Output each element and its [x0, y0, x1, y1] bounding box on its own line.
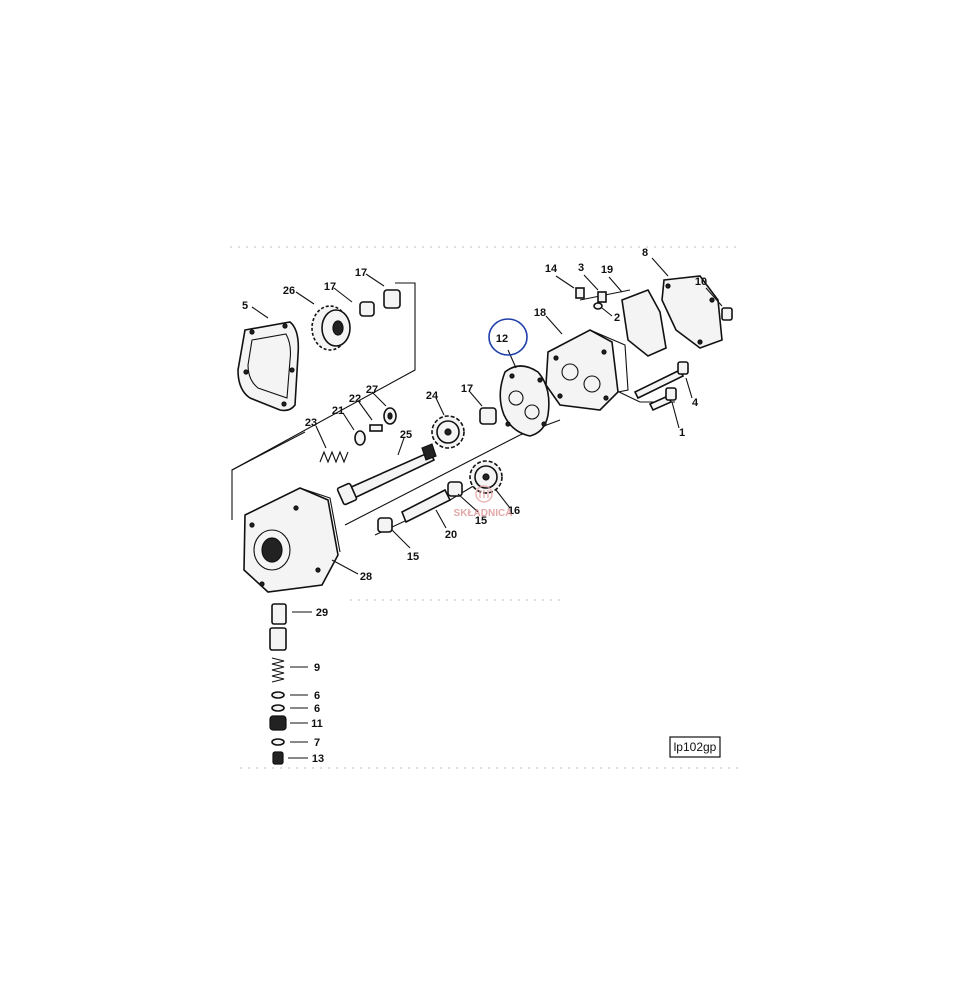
part-27-washer	[383, 407, 397, 425]
part-22-pin	[369, 424, 383, 432]
callout-9: 9	[314, 662, 320, 674]
callout-17: 17	[324, 281, 336, 293]
callout-3: 3	[578, 262, 584, 274]
callout-20: 20	[445, 529, 457, 541]
callout-22: 22	[349, 393, 361, 405]
part-6-o-ring	[271, 691, 285, 712]
callout-8: 8	[642, 247, 648, 259]
part-18-pump-body	[545, 329, 629, 411]
part-3-plug	[597, 291, 607, 303]
gear-logo-icon	[479, 490, 489, 498]
part-4-bolt	[633, 361, 689, 400]
callout-15: 15	[475, 515, 487, 527]
part-13-plug	[272, 751, 284, 765]
part-28-housing	[243, 487, 341, 593]
part-9-spring	[271, 657, 285, 683]
callout-4: 4	[692, 397, 699, 409]
part-16-gear	[469, 460, 503, 494]
part-17-bushing	[447, 407, 497, 497]
part-7-washer	[271, 738, 285, 746]
callout-21: 21	[332, 405, 344, 417]
part-5-gasket	[237, 321, 300, 412]
part-14-fitting	[575, 287, 585, 299]
callout-16: 16	[508, 505, 520, 517]
callout-leaders	[251, 257, 723, 759]
part-12-gasket	[499, 365, 550, 437]
part-26-drive-gear	[311, 305, 351, 351]
part-24-gear	[431, 415, 465, 449]
figure-reference-code: lp102gp	[674, 740, 717, 754]
part-19-gasket	[621, 289, 667, 357]
callout-14: 14	[545, 263, 558, 275]
callout-27: 27	[366, 384, 378, 396]
assembly-guide-line	[231, 431, 306, 471]
part-23-spring	[319, 450, 349, 464]
callout-7: 7	[314, 737, 320, 749]
callout-26: 26	[283, 285, 295, 297]
callout-18: 18	[534, 307, 546, 319]
callout-12: 12	[496, 333, 508, 345]
callout-19: 19	[601, 264, 613, 276]
callout-5: 5	[242, 300, 248, 312]
part-20-idler-shaft	[400, 488, 452, 524]
callout-17: 17	[461, 383, 473, 395]
figure-reference-box: lp102gp	[669, 736, 721, 758]
assembly-guide-line	[231, 282, 416, 520]
watermark-text: SKŁADNICA	[454, 508, 513, 519]
part-10-bolt	[721, 307, 733, 321]
callout-28: 28	[360, 571, 372, 583]
callout-25: 25	[400, 429, 412, 441]
part-17-bushing	[359, 289, 401, 317]
callout-15: 15	[407, 551, 419, 563]
callout-labels: 5 26 17 17 22 21 27 23 25 24 17 12 18 14…	[242, 247, 707, 765]
callout-1: 1	[679, 427, 685, 439]
part-2-seal	[593, 302, 603, 310]
callout-17: 17	[355, 267, 367, 279]
watermark: SKŁADNICA	[454, 485, 513, 519]
callout-6: 6	[314, 703, 320, 715]
part-11-cap	[269, 715, 287, 731]
callout-29: 29	[316, 607, 328, 619]
callout-10: 10	[695, 276, 707, 288]
part-21-ring	[354, 430, 366, 446]
callout-11: 11	[311, 718, 323, 730]
callout-6: 6	[314, 690, 320, 702]
callout-13: 13	[312, 753, 324, 765]
assembly-guide-line	[344, 419, 561, 526]
part-1-bolt	[648, 387, 677, 412]
gear-logo-icon	[475, 485, 493, 503]
callout-24: 24	[426, 390, 439, 402]
callout-2: 2	[614, 312, 620, 324]
part-8-cover-plate	[661, 275, 723, 349]
part-25-shaft	[336, 443, 437, 506]
part-15-bushing	[377, 517, 393, 533]
highlight-circle-callout-12	[488, 318, 528, 356]
callout-23: 23	[305, 417, 317, 429]
part-29-plunger	[269, 603, 287, 651]
